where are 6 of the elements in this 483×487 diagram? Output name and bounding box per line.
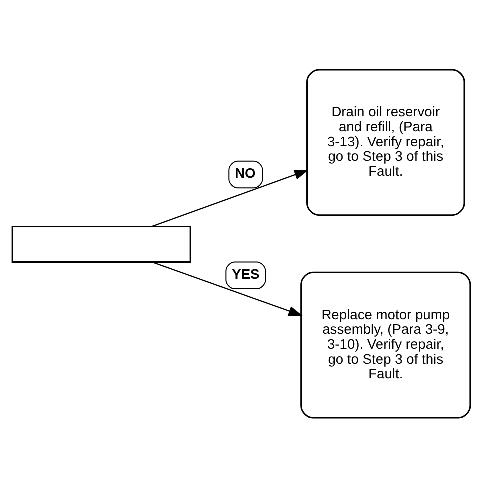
edge-label: NO: [235, 164, 256, 180]
edge-label: YES: [232, 265, 260, 282]
node-box: Drain oil reservoir and refill, (Para 3-13). Verify repair, go to Step 3 of this Fault.: [306, 68, 466, 216]
node-box: Replace motor pump assembly, (Para 3-9, 3-10). Verify repair, go to Step 3 of this Fault.: [300, 271, 472, 418]
node-box: [12, 225, 192, 263]
arrow: [152, 170, 309, 227]
